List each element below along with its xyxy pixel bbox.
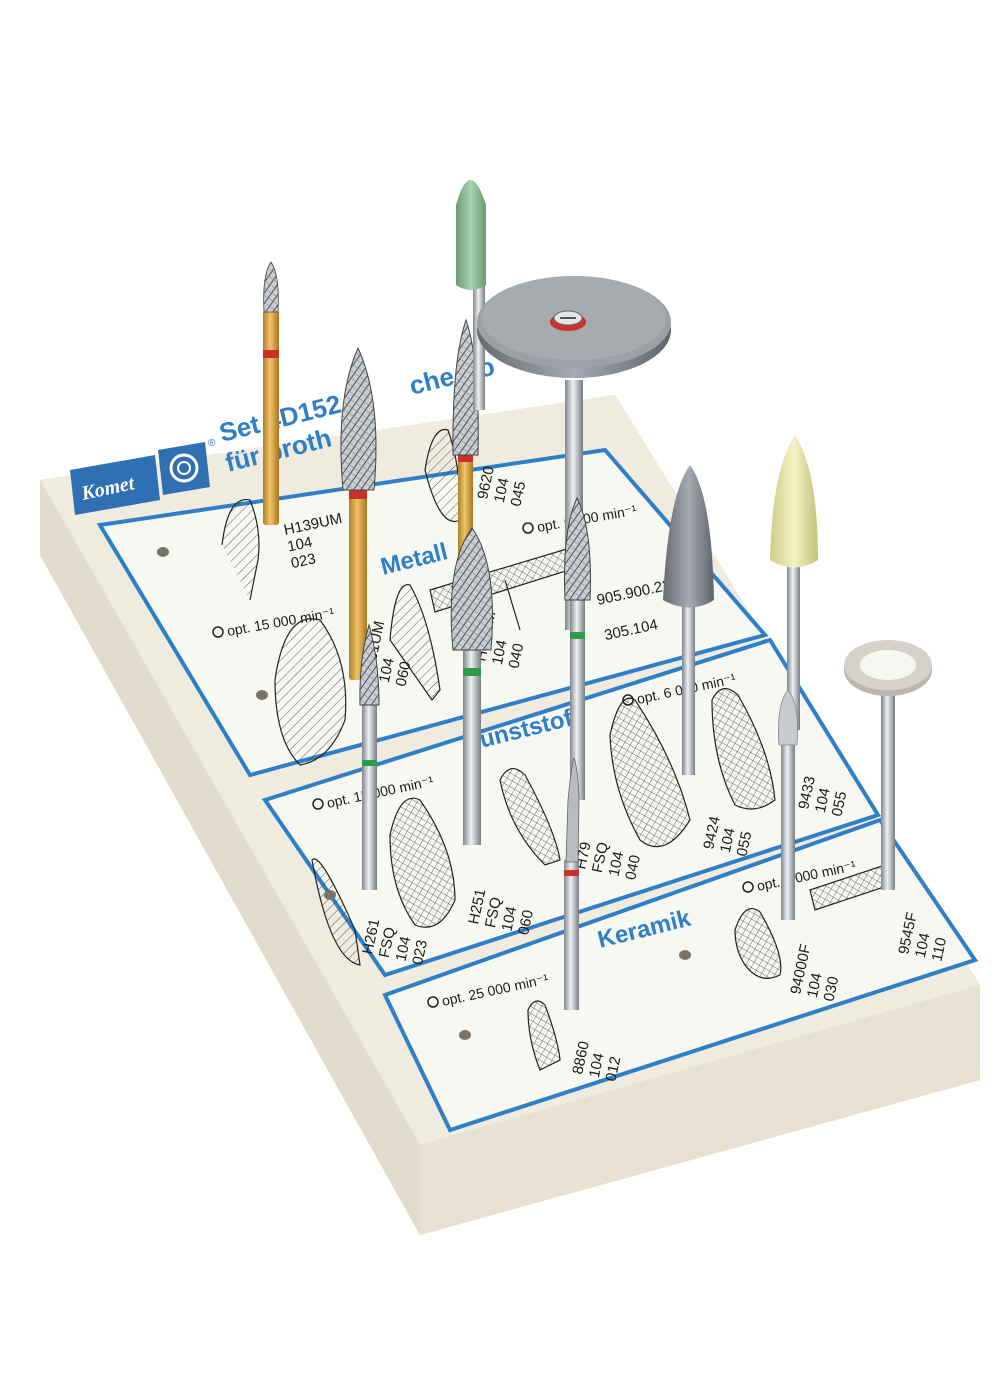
registered-mark: ® xyxy=(208,438,216,449)
bur-h139um xyxy=(263,261,279,525)
svg-text:045: 045 xyxy=(508,480,530,508)
svg-text:104: 104 xyxy=(606,850,628,878)
svg-text:104: 104 xyxy=(376,656,398,684)
bur-h79um xyxy=(564,496,591,800)
drawing-h139um xyxy=(221,498,260,601)
svg-text:012: 012 xyxy=(603,1055,625,1083)
polisher-yellow-9433 xyxy=(770,435,818,730)
svg-text:FSQ: FSQ xyxy=(376,926,399,960)
polisher-94000f xyxy=(778,689,798,920)
drawing-h79fsq xyxy=(499,768,561,866)
drawing-h79um xyxy=(389,584,441,702)
svg-text:104: 104 xyxy=(586,1051,608,1079)
code-8860: 8860 104 012 xyxy=(569,1040,625,1083)
code-9424: 9424 104 055 xyxy=(700,815,756,858)
tray-holes xyxy=(157,547,691,1040)
svg-text:9620: 9620 xyxy=(474,465,498,501)
bur-8860 xyxy=(564,756,580,1010)
drawing-h251um xyxy=(274,618,347,766)
drawing-h261 xyxy=(311,858,361,966)
svg-text:104: 104 xyxy=(393,935,415,963)
polisher-grey-9424 xyxy=(663,465,714,775)
svg-text:104: 104 xyxy=(912,931,934,959)
code-h251fsq: H251 FSQ 104 060 xyxy=(465,887,537,936)
bur-h261fsq xyxy=(359,623,380,890)
svg-text:104: 104 xyxy=(812,786,834,814)
code-h261: H261 FSQ 104 023 xyxy=(359,917,431,966)
svg-text:023: 023 xyxy=(289,550,317,572)
rotation-icon xyxy=(742,881,754,893)
svg-text:9424: 9424 xyxy=(700,815,724,851)
rotation-icon xyxy=(212,626,224,638)
svg-text:9433: 9433 xyxy=(795,775,819,811)
swirl-icon xyxy=(158,442,210,495)
rotation-icon xyxy=(522,522,534,534)
bur-h251um xyxy=(340,346,377,680)
tray-left xyxy=(40,480,420,1235)
svg-text:055: 055 xyxy=(829,790,851,818)
komet-logo: Komet ® xyxy=(70,438,216,515)
svg-text:040: 040 xyxy=(506,642,528,670)
svg-text:104: 104 xyxy=(491,476,513,504)
svg-text:FSQ: FSQ xyxy=(589,841,612,875)
drawing-h251fsq xyxy=(389,797,456,928)
tray-front xyxy=(420,985,980,1235)
drawing-9424 xyxy=(609,697,691,848)
svg-text:060: 060 xyxy=(393,660,415,688)
svg-text:104: 104 xyxy=(804,971,826,999)
code-9545f: 9545F 104 110 xyxy=(895,911,951,963)
disc-white-9545f xyxy=(844,640,932,890)
svg-text:030: 030 xyxy=(821,975,843,1003)
svg-text:104: 104 xyxy=(489,638,511,666)
svg-text:055: 055 xyxy=(734,830,756,858)
svg-text:104: 104 xyxy=(499,905,521,933)
rotation-icon xyxy=(427,996,439,1008)
svg-text:040: 040 xyxy=(622,853,644,881)
drawing-9433 xyxy=(711,688,776,810)
code-9433: 9433 104 055 xyxy=(795,775,851,818)
svg-text:8860: 8860 xyxy=(569,1040,593,1076)
drawing-94000f xyxy=(734,908,782,979)
svg-text:104: 104 xyxy=(286,534,314,556)
svg-text:FSQ: FSQ xyxy=(482,896,505,930)
bur-h251fsq xyxy=(450,527,493,845)
rotation-icon xyxy=(312,798,324,810)
drawing-8860 xyxy=(527,1000,561,1071)
svg-text:104: 104 xyxy=(717,826,739,854)
code-9620: 9620 104 045 xyxy=(474,465,530,508)
svg-text:023: 023 xyxy=(409,938,431,966)
svg-text:060: 060 xyxy=(515,908,537,936)
svg-text:110: 110 xyxy=(929,936,951,963)
